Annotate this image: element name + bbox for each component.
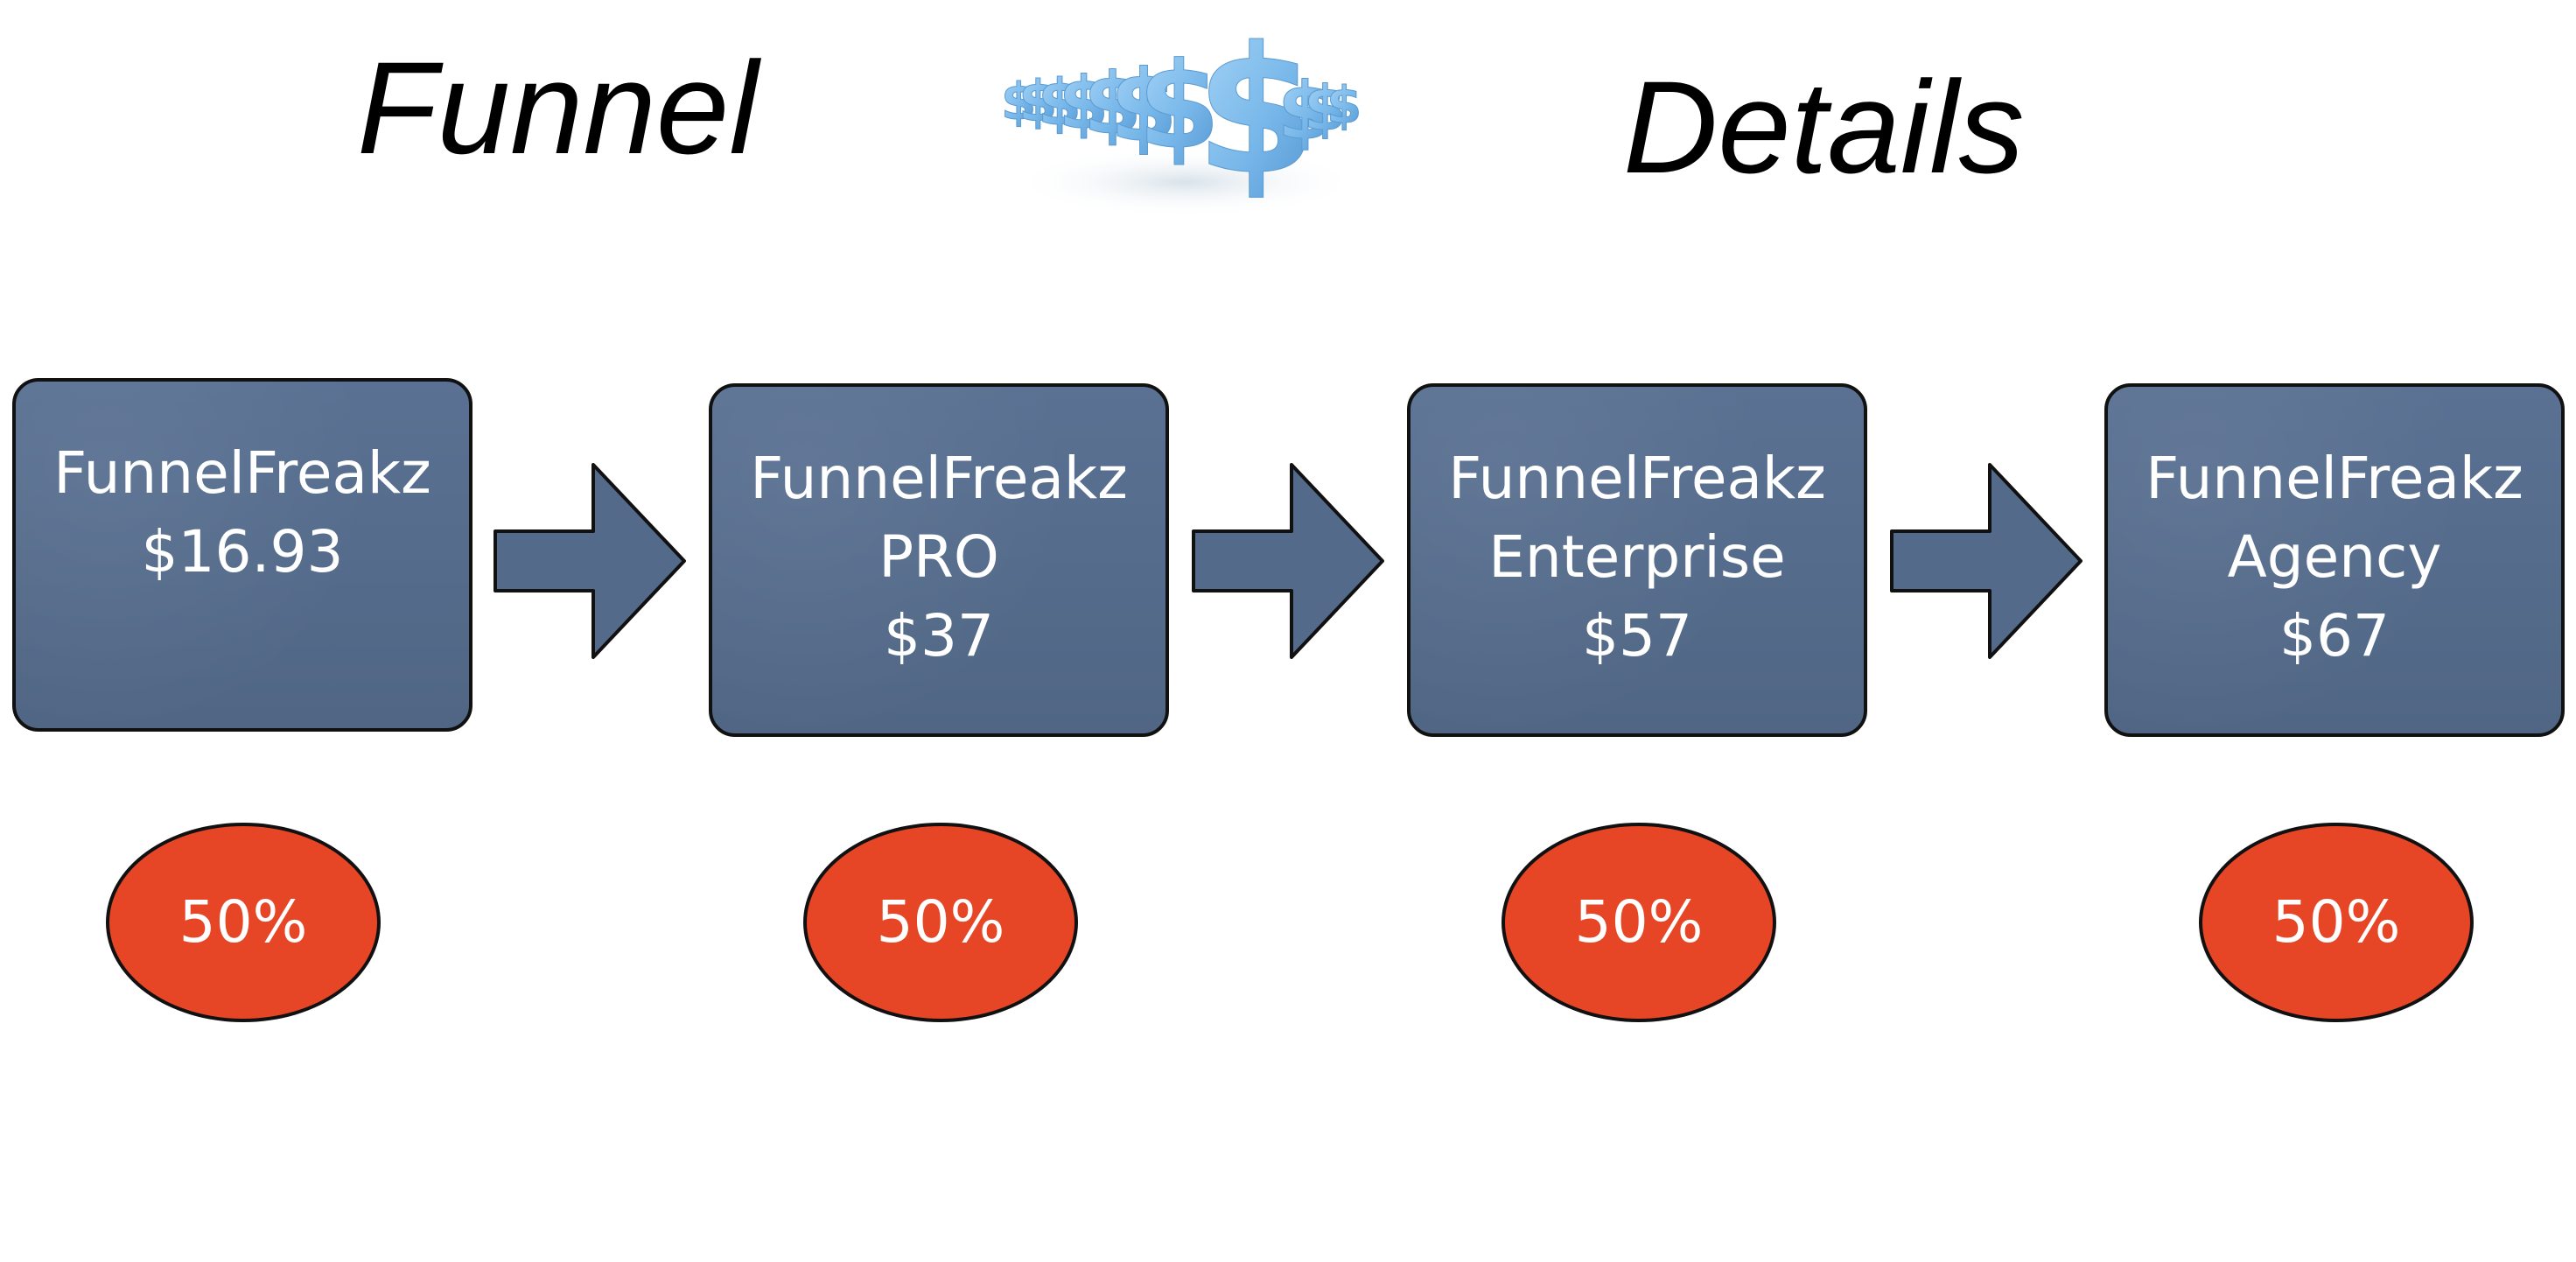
percent-badge-3: 50% [1502,823,1776,1022]
step-4-price: $67 [2279,602,2390,670]
percent-badge-2-label: 50% [876,888,1005,956]
svg-text:$: $ [1195,10,1317,214]
svg-text:$: $ [1059,62,1109,145]
funnel-step-4: FunnelFreakz Agency $67 [2104,383,2565,737]
step-2-price: $37 [884,602,994,670]
percent-badge-2: 50% [803,823,1078,1022]
step-2-tier: PRO [878,523,999,591]
title-right: Details [1623,53,2025,200]
svg-text:$: $ [1326,75,1362,135]
title-left: Funnel [357,34,759,181]
step-3-name: FunnelFreakz [1448,445,1826,512]
svg-text:$: $ [1304,73,1347,144]
step-3-price: $57 [1582,602,1692,670]
arrow-right-icon [1192,463,1384,659]
percent-badge-4-label: 50% [2272,888,2401,956]
step-1-name: FunnelFreakz [53,439,431,507]
percent-badge-1: 50% [106,823,381,1022]
percent-badge-4: 50% [2199,823,2474,1022]
percent-badge-1-label: 50% [178,888,308,956]
funnel-step-2: FunnelFreakz PRO $37 [709,383,1169,737]
svg-text:$: $ [1138,38,1221,176]
dollar-signs-row-icon: $ $ $ $ $ $ $ $ $ $ $ [1001,10,1362,217]
svg-text:$: $ [1110,50,1178,164]
step-2-name: FunnelFreakz [750,445,1128,512]
arrow-right-icon [494,463,686,659]
arrow-right-icon [1890,463,2082,659]
svg-text:$: $ [1083,55,1142,153]
svg-text:$: $ [1038,66,1082,139]
step-3-tier: Enterprise [1488,523,1786,591]
svg-text:$: $ [1018,70,1058,135]
step-4-tier: Agency [2227,523,2442,591]
step-4-name: FunnelFreakz [2146,445,2524,512]
percent-badge-3-label: 50% [1574,888,1704,956]
funnel-step-3: FunnelFreakz Enterprise $57 [1407,383,1867,737]
funnel-step-1: FunnelFreakz $16.93 [12,378,472,732]
step-1-price: $16.93 [141,518,344,585]
svg-text:$: $ [1001,72,1036,131]
svg-text:$: $ [1278,66,1333,158]
